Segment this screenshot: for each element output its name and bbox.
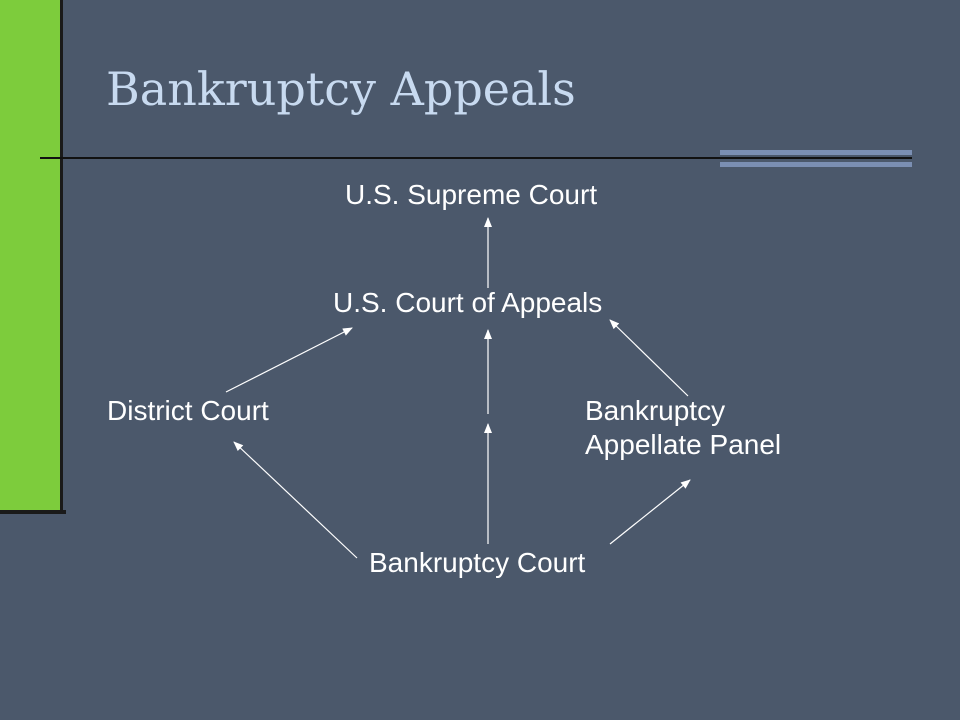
node-court-of-appeals: U.S. Court of Appeals [333, 287, 603, 318]
accent-bar-shadow [0, 510, 66, 514]
arrow-district-to-appeals [225, 327, 353, 393]
title-divider-accent-bottom [720, 162, 912, 167]
slide-title: Bankruptcy Appeals [106, 62, 576, 116]
node-bankruptcy-appellate-panel: Bankruptcy Appellate Panel [585, 394, 781, 461]
node-bankruptcy-court: Bankruptcy Court [369, 547, 586, 578]
accent-bar [0, 0, 63, 512]
arrow-bap-to-appeals [609, 319, 689, 397]
node-bap-line1: Bankruptcy [585, 395, 726, 426]
title-divider [40, 157, 912, 159]
arrow-bankruptcy-to-bap [609, 479, 691, 545]
arrow-bankruptcy-to-district [233, 441, 358, 559]
node-district-court: District Court [107, 395, 269, 426]
title-divider-accent-top [720, 150, 912, 155]
node-supreme-court: U.S. Supreme Court [345, 179, 598, 210]
node-bap-line2: Appellate Panel [585, 428, 782, 460]
